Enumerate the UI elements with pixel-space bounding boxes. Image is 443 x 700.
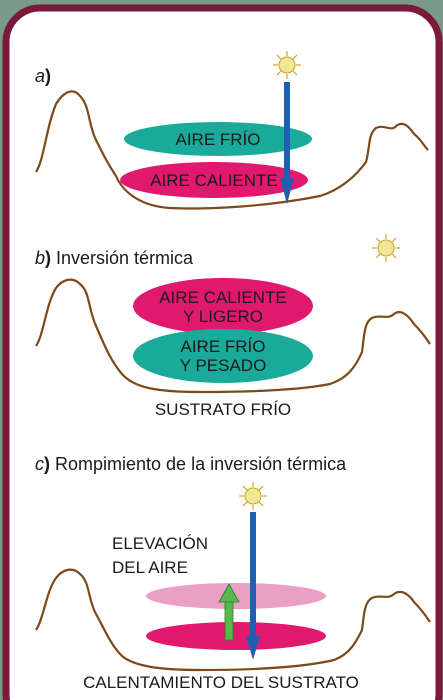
panel-b-title: Inversión térmica bbox=[51, 248, 194, 268]
panel-b-hot-air-label-line1: AIRE CALIENTE bbox=[159, 288, 287, 307]
panel-b-terrain bbox=[35, 278, 431, 394]
panel-b-cold-air-ellipse bbox=[133, 329, 313, 383]
panel-c-rising-label-line1: ELEVACIÓN bbox=[112, 534, 208, 553]
panel-b-hot-air-label-line2: Y LIGERO bbox=[183, 307, 263, 326]
panel-b-heading: b) Inversión térmica bbox=[35, 248, 194, 268]
panel-a-terrain bbox=[35, 90, 429, 210]
panel-a-down-arrow-icon bbox=[280, 82, 294, 204]
panel-c-ground-label: CALENTAMIENTO DEL SUSTRATO bbox=[83, 673, 359, 692]
panel-a-cold-air-label: AIRE FRÍO bbox=[175, 130, 260, 149]
panel-a-sun-icon bbox=[273, 51, 301, 79]
panel-a-hot-air-ellipse bbox=[120, 162, 308, 198]
panel-c-hot-air-ellipse bbox=[146, 622, 326, 650]
panel-a-hot-air-label: AIRE CALIENTE bbox=[150, 171, 278, 190]
panel-a-letter-suffix: ) bbox=[45, 66, 51, 86]
panel-a-cold-air-ellipse bbox=[124, 122, 312, 156]
panel-a-letter: a bbox=[35, 66, 45, 86]
panel-b-cold-air-label-line2: Y PESADO bbox=[180, 356, 267, 375]
panel-b-letter: b bbox=[35, 248, 45, 268]
panel-c-letter-suffix: ) bbox=[44, 454, 50, 474]
panel-a-heading: a) bbox=[35, 66, 51, 86]
panel-b-sun-icon bbox=[372, 234, 400, 262]
panel-b-hot-air-ellipse bbox=[133, 278, 313, 334]
panel-c-up-arrow-icon bbox=[218, 583, 240, 641]
panel-b: b) Inversión térmica AIRE CALIENTE Y LIG… bbox=[35, 234, 431, 419]
panel-c-letter: c bbox=[35, 454, 44, 474]
panel-b-letter-suffix: ) bbox=[45, 248, 51, 268]
panel-b-ground-label: SUSTRATO FRÍO bbox=[155, 400, 291, 419]
panel-c-sun-icon bbox=[239, 482, 267, 510]
panel-c-terrain bbox=[35, 568, 431, 672]
panel-c-down-arrow-icon bbox=[246, 512, 260, 660]
panel-c: c) Rompimiento de la inversión térmica E… bbox=[35, 454, 431, 692]
panel-c-title: Rompimiento de la inversión térmica bbox=[50, 454, 347, 474]
panel-c-heading: c) Rompimiento de la inversión térmica bbox=[35, 454, 347, 474]
panel-a: a) AIRE FRÍO AIRE CALIENTE bbox=[35, 51, 429, 210]
panel-c-rising-label-line2: DEL AIRE bbox=[112, 558, 188, 577]
panel-b-cold-air-label-line1: AIRE FRÍO bbox=[180, 337, 265, 356]
